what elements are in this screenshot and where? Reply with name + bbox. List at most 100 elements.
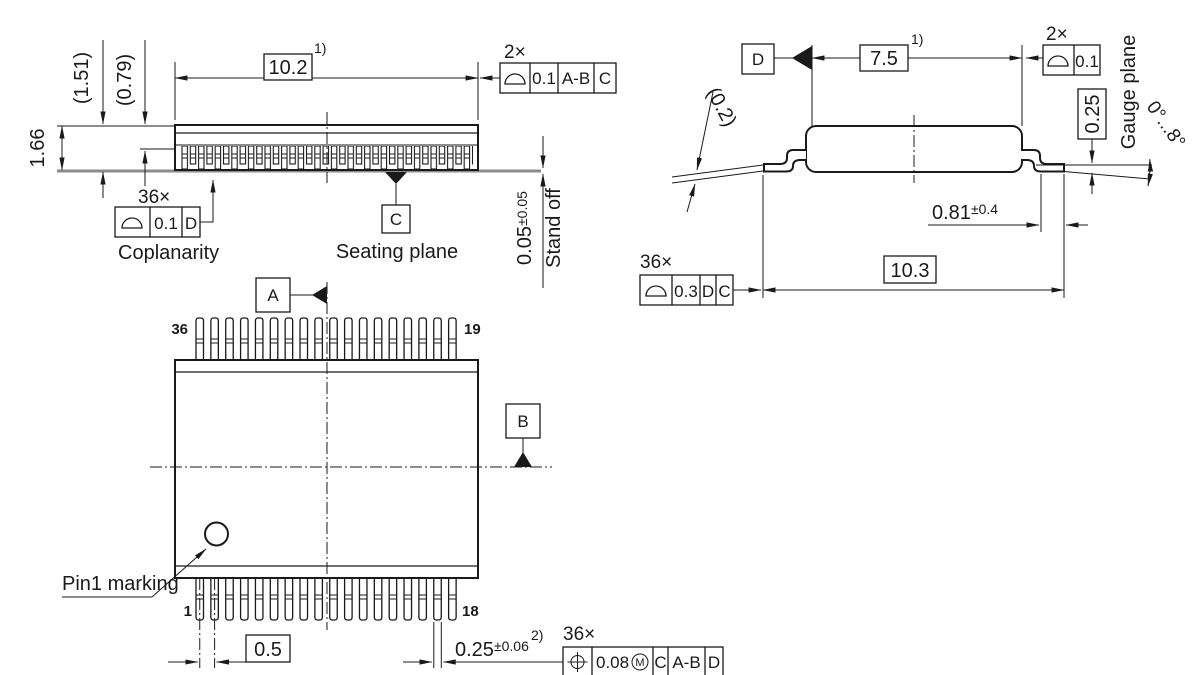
- pin: [299, 317, 309, 361]
- pin: [388, 317, 398, 361]
- dim-box: [263, 53, 313, 81]
- pin: [373, 577, 383, 621]
- dim-box: [883, 255, 937, 284]
- lead-left: [763, 149, 806, 173]
- pin1-marking-label: Pin1 marking: [62, 573, 179, 595]
- dim-span: 10.3: [762, 175, 1065, 298]
- qty-36x: 36×: [563, 624, 595, 645]
- pin: [329, 577, 338, 621]
- dim-1-51: (1.51): [71, 52, 93, 104]
- side-view: 10.2 1) 2× 0.1 A-B C 1.66 (1.51): [27, 40, 617, 288]
- datum-triangle: [514, 452, 532, 467]
- dim-0-25-gauge: 0.25: [1082, 95, 1104, 134]
- datum-triangle: [385, 172, 407, 184]
- dim-foot-length: 0.81±0.4: [928, 174, 1088, 298]
- pin: [447, 577, 457, 621]
- gauge-plane-label: Gauge plane: [1118, 35, 1140, 150]
- fcf-tolerance: 0.3: [674, 282, 698, 301]
- datum-c-flag: C Seating plane: [336, 172, 458, 263]
- seating-plane-label: Seating plane: [336, 241, 458, 263]
- angle-text: 0°...8°: [1142, 97, 1189, 152]
- end-view: D 7.5 1) 2× 0.1 (0.2): [639, 24, 1189, 306]
- dim-mid-ref: (0.79): [114, 40, 148, 186]
- material-modifier-icon: M: [631, 653, 649, 671]
- qty-36x: 36×: [640, 252, 672, 273]
- pin: [329, 317, 338, 361]
- pin: [284, 577, 294, 621]
- top-view: 36 19 1 18 A B Pin1 marking: [62, 277, 724, 675]
- pin: [403, 577, 413, 621]
- pin: [433, 317, 442, 361]
- pin: [239, 317, 249, 361]
- pin: [299, 577, 309, 621]
- fcf-coplanarity: 36× 0.1 D Coplanarity: [114, 179, 219, 264]
- dim-lead-width: 0.25±0.06 2): [403, 622, 563, 668]
- pin: [418, 577, 428, 621]
- dim-body-width: 7.5 1): [811, 31, 1023, 126]
- fcf-tolerance: 0.08: [596, 653, 629, 672]
- pin: [225, 317, 234, 361]
- pin-number-36: 36: [171, 321, 188, 338]
- datum-b-flag: B: [505, 403, 541, 467]
- datum-triangle: [792, 46, 812, 70]
- profile-symbol-icon: [121, 217, 143, 229]
- pin1-marking-group: Pin1 marking: [62, 521, 229, 598]
- standoff-dim-text: 0.05±0.05: [514, 191, 536, 265]
- fcf-profile-end: 2× 0.1: [1025, 24, 1101, 76]
- pins-top-row: [195, 317, 457, 361]
- note-1: 1): [911, 31, 923, 47]
- pin: [284, 317, 294, 361]
- pin: [314, 317, 324, 361]
- standoff-label: Stand off: [543, 188, 565, 268]
- pin-number-1: 1: [184, 603, 192, 620]
- datum-c-letter: C: [390, 210, 402, 229]
- fcf-datum-ab: A-B: [672, 653, 700, 672]
- gauge-plane-group: 0.25 Gauge plane: [1036, 35, 1152, 194]
- dim-box: [859, 44, 909, 72]
- fcf-datum-ab: A-B: [562, 69, 590, 88]
- datum-a-flag: A: [255, 277, 327, 313]
- pin: [210, 317, 220, 361]
- pin-number-19: 19: [464, 321, 481, 338]
- qty-36x: 36×: [138, 187, 170, 208]
- pin: [433, 577, 442, 621]
- datum-d-flag: D: [741, 43, 812, 75]
- fcf-profile-lead: 36× 0.3 D C: [639, 252, 762, 306]
- pin: [403, 317, 413, 361]
- fcf-tolerance: 0.1: [532, 69, 556, 88]
- pin: [358, 577, 368, 621]
- pin: [314, 577, 324, 621]
- note-1: 1): [314, 40, 326, 56]
- profile-symbol-icon: [1047, 55, 1069, 67]
- pin: [254, 577, 264, 621]
- position-symbol-icon: [567, 652, 588, 672]
- pin: [269, 317, 279, 361]
- dim-7-5-text: 7.5: [870, 48, 898, 70]
- fcf-datum-c: C: [599, 69, 611, 88]
- note-2: 2): [531, 627, 543, 643]
- datum-b-letter: B: [517, 412, 528, 431]
- pin: [343, 577, 353, 621]
- datum-triangle: [312, 286, 327, 304]
- fcf-datum-d: D: [702, 282, 714, 301]
- coplanarity-label: Coplanarity: [118, 242, 219, 264]
- dim-body-length: 10.2 1): [174, 40, 500, 120]
- dim-0-25-text: 0.25±0.06: [455, 638, 529, 661]
- pin-number-18: 18: [462, 603, 479, 620]
- dim-box: [245, 634, 291, 663]
- dim-0-5-text: 0.5: [254, 639, 282, 661]
- fcf-datum-d: D: [185, 214, 197, 233]
- pin: [373, 317, 383, 361]
- pin: [269, 577, 279, 621]
- dim-0-81-text: 0.81±0.4: [932, 201, 998, 224]
- dim-body-length-text: 10.2: [269, 57, 308, 79]
- dim-0-2-text: (0.2): [702, 84, 741, 131]
- datum-d-letter: D: [752, 50, 764, 69]
- pin: [239, 577, 249, 621]
- modifier-letter: M: [635, 657, 644, 669]
- dim-1-66: 1.66: [27, 129, 49, 168]
- dim-pitch: 0.5: [168, 578, 291, 668]
- pin: [195, 317, 205, 361]
